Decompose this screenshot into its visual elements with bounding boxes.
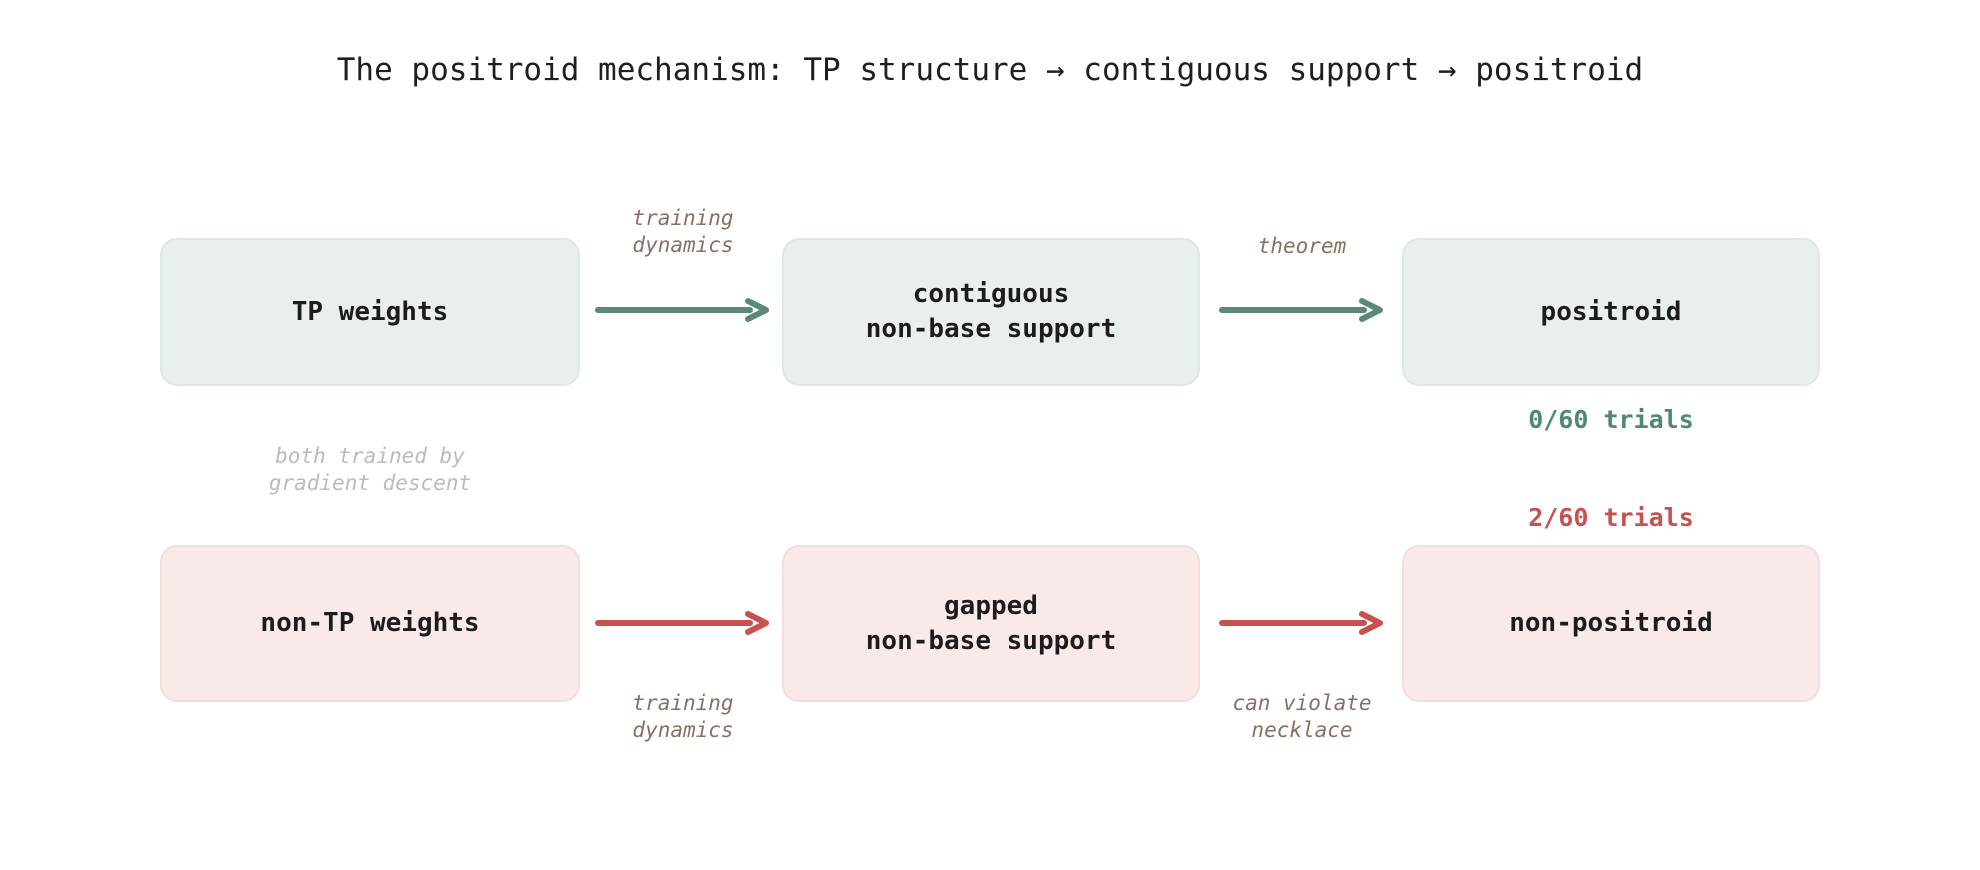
arrow-contiguous-to-positroid: [1219, 298, 1383, 325]
node-positroid[interactable]: positroid: [1402, 238, 1820, 386]
status-badge-non-positroid-trials: 2/60 trials: [1528, 503, 1694, 532]
node-contiguous-support[interactable]: contiguous non-base support: [782, 238, 1200, 386]
edge-label-training-dynamics-bottom: training dynamics: [632, 691, 734, 743]
arrow-non-tp-to-gapped: [595, 611, 769, 638]
annotation-gradient-descent: both trained by gradient descent: [268, 444, 472, 496]
node-gapped-support[interactable]: gapped non-base support: [782, 545, 1200, 702]
edge-label-theorem: theorem: [1257, 234, 1347, 258]
arrow-tp-to-contiguous: [595, 298, 769, 325]
node-non-positroid[interactable]: non-positroid: [1402, 545, 1820, 702]
page-title: The positroid mechanism: TP structure → …: [336, 52, 1644, 88]
edge-label-can-violate-necklace: can violate necklace: [1232, 691, 1372, 743]
node-tp-weights[interactable]: TP weights: [160, 238, 580, 386]
arrow-gapped-to-non-positroid: [1219, 611, 1383, 638]
edge-label-training-dynamics-top: training dynamics: [632, 206, 734, 258]
status-badge-positroid-trials: 0/60 trials: [1528, 405, 1694, 434]
node-non-tp-weights[interactable]: non-TP weights: [160, 545, 580, 702]
